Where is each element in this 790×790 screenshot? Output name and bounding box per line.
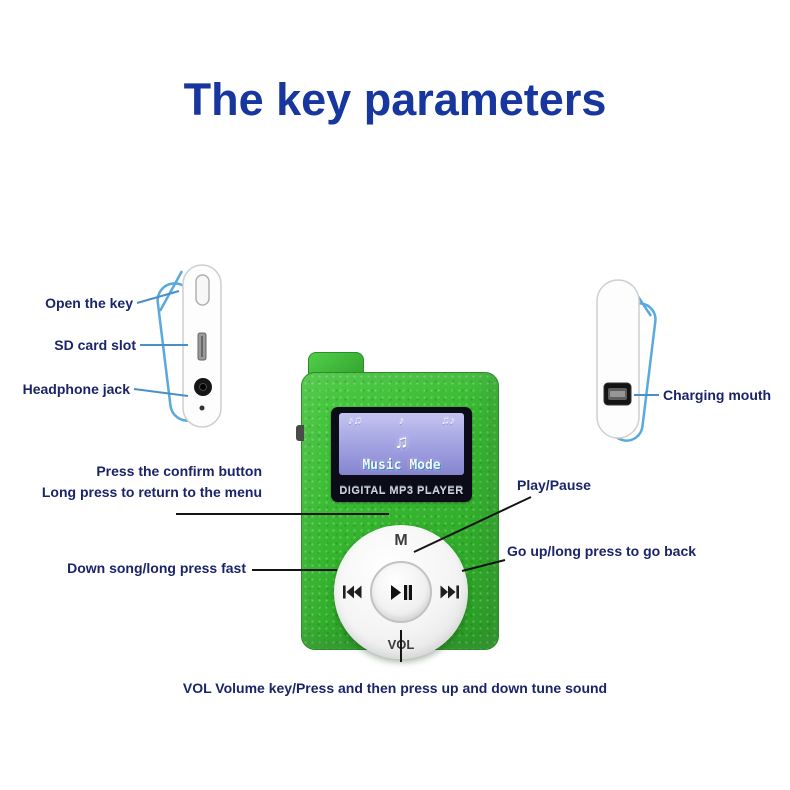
music-note-icon: ♪ xyxy=(398,415,405,427)
label-confirm-line1: Press the confirm button xyxy=(96,463,262,479)
sd-card-slot xyxy=(197,332,207,361)
mic-hole xyxy=(199,405,205,411)
usb-charging-port xyxy=(603,382,632,406)
headphone-jack xyxy=(194,378,212,396)
label-headphone-jack: Headphone jack xyxy=(22,381,130,397)
skip-next-icon xyxy=(440,585,459,599)
side-view-left-graphic xyxy=(156,264,222,428)
music-note-icon: ♫♪ xyxy=(441,415,455,427)
side-view-right-device xyxy=(575,268,670,453)
mp3-player: ♪♫ ♪ ♫♪ ♫ Music Mode DIGITAL MP3 PLAYER … xyxy=(296,352,501,659)
volume-key: VOL xyxy=(387,637,415,652)
label-volume-key: VOL Volume key/Press and then press up a… xyxy=(182,680,608,696)
side-view-left-device xyxy=(150,255,245,440)
label-sd-card-slot: SD card slot xyxy=(54,337,136,353)
label-go-up: Go up/long press to go back xyxy=(507,543,697,559)
control-wheel: M VOL xyxy=(334,525,468,659)
previous-key xyxy=(343,585,362,599)
screen-notes-row: ♪♫ ♪ ♫♪ xyxy=(339,415,464,427)
next-key xyxy=(440,585,459,599)
page-title: The key parameters xyxy=(183,74,607,125)
brand-text: DIGITAL MP3 PLAYER xyxy=(339,485,464,497)
lock-key-button xyxy=(195,274,210,306)
label-charging-mouth: Charging mouth xyxy=(663,387,772,403)
play-pause-button xyxy=(370,561,432,623)
side-nub xyxy=(296,425,304,441)
screen-mode-text: Music Mode xyxy=(362,458,441,473)
screen-bezel: ♪♫ ♪ ♫♪ ♫ Music Mode DIGITAL MP3 PLAYER xyxy=(331,407,472,502)
skip-previous-icon xyxy=(343,585,362,599)
music-note-icon: ♪♫ xyxy=(348,415,362,427)
menu-key: M xyxy=(394,532,408,549)
lcd-screen: ♪♫ ♪ ♫♪ ♫ Music Mode xyxy=(339,413,464,475)
play-pause-icon xyxy=(390,584,412,600)
side-view-right-graphic xyxy=(596,279,657,442)
label-play-pause: Play/Pause xyxy=(517,477,591,493)
label-confirm-button: Press the confirm button Long press to r… xyxy=(42,461,262,503)
player-body: ♪♫ ♪ ♫♪ ♫ Music Mode DIGITAL MP3 PLAYER … xyxy=(296,372,499,659)
device-shell-right xyxy=(596,279,640,439)
label-open-the-key: Open the key xyxy=(45,295,133,311)
label-confirm-line2: Long press to return to the menu xyxy=(41,484,262,500)
music-note-icon: ♫ xyxy=(394,431,409,453)
label-down-song: Down song/long press fast xyxy=(67,560,246,576)
